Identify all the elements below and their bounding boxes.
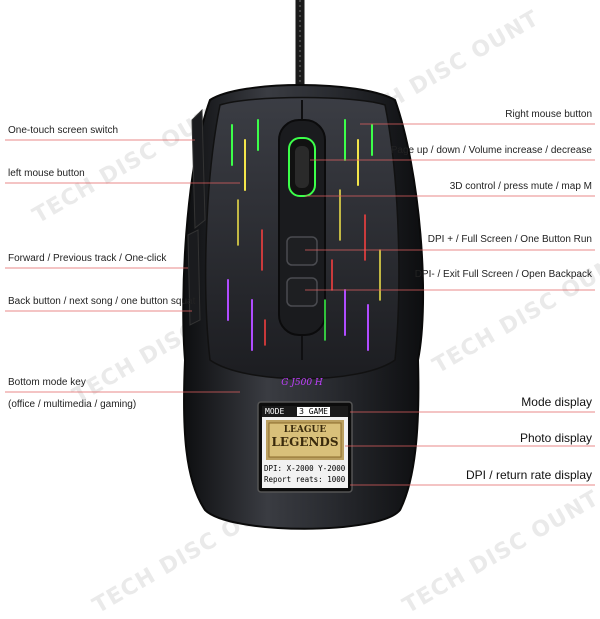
label-mode-display: Mode display [521, 395, 592, 409]
label-dpi-minus: DPI- / Exit Full Screen / Open Backpack [414, 269, 592, 280]
dpi-minus-button [286, 277, 318, 307]
label-left-button: left mouse button [8, 168, 85, 179]
label-page-updown: Page up / down / Volume increase / decre… [390, 145, 592, 156]
label-dpi-display: DPI / return rate display [465, 468, 592, 482]
label-right-button: Right mouse button [505, 109, 592, 120]
dpi-plus-button [286, 236, 318, 266]
model-badge: G J500 H [281, 378, 323, 388]
lcd-dpi-line: DPI: X-2000 Y-2000 [264, 464, 346, 473]
rgb-streaks [227, 119, 381, 351]
diagram-stage: TECH DISC OUNT TECH DISC OUNT TECH DISC … [5, 0, 600, 619]
label-bottom-mode-options: (office / multimedia / gaming) [8, 399, 137, 410]
label-3d-control: 3D control / press mute / map M [449, 181, 592, 192]
lcd-mode-row: MODE 3 GAME [262, 406, 348, 417]
lcd-mode-label: MODE [265, 407, 285, 416]
lcd-logo: LEAGUE LEGENDS [269, 425, 341, 449]
label-dpi-plus: DPI + / Full Screen / One Button Run [427, 234, 592, 245]
lcd-logo-line2: LEGENDS [271, 435, 339, 449]
label-photo-display: Photo display [519, 431, 592, 445]
label-back: Back button / next song / one button squ… [8, 296, 196, 307]
label-forward: Forward / Previous track / One-click [8, 253, 167, 264]
lcd-mode-value: 3 GAME [297, 407, 330, 416]
lcd-logo-line1: LEAGUE [283, 425, 327, 435]
side-buttons [187, 229, 201, 326]
lcd-report-line: Report reats: 1000 [264, 475, 346, 484]
label-bottom-mode: Bottom mode key [8, 377, 86, 388]
label-screen-switch: One-touch screen switch [8, 125, 119, 136]
